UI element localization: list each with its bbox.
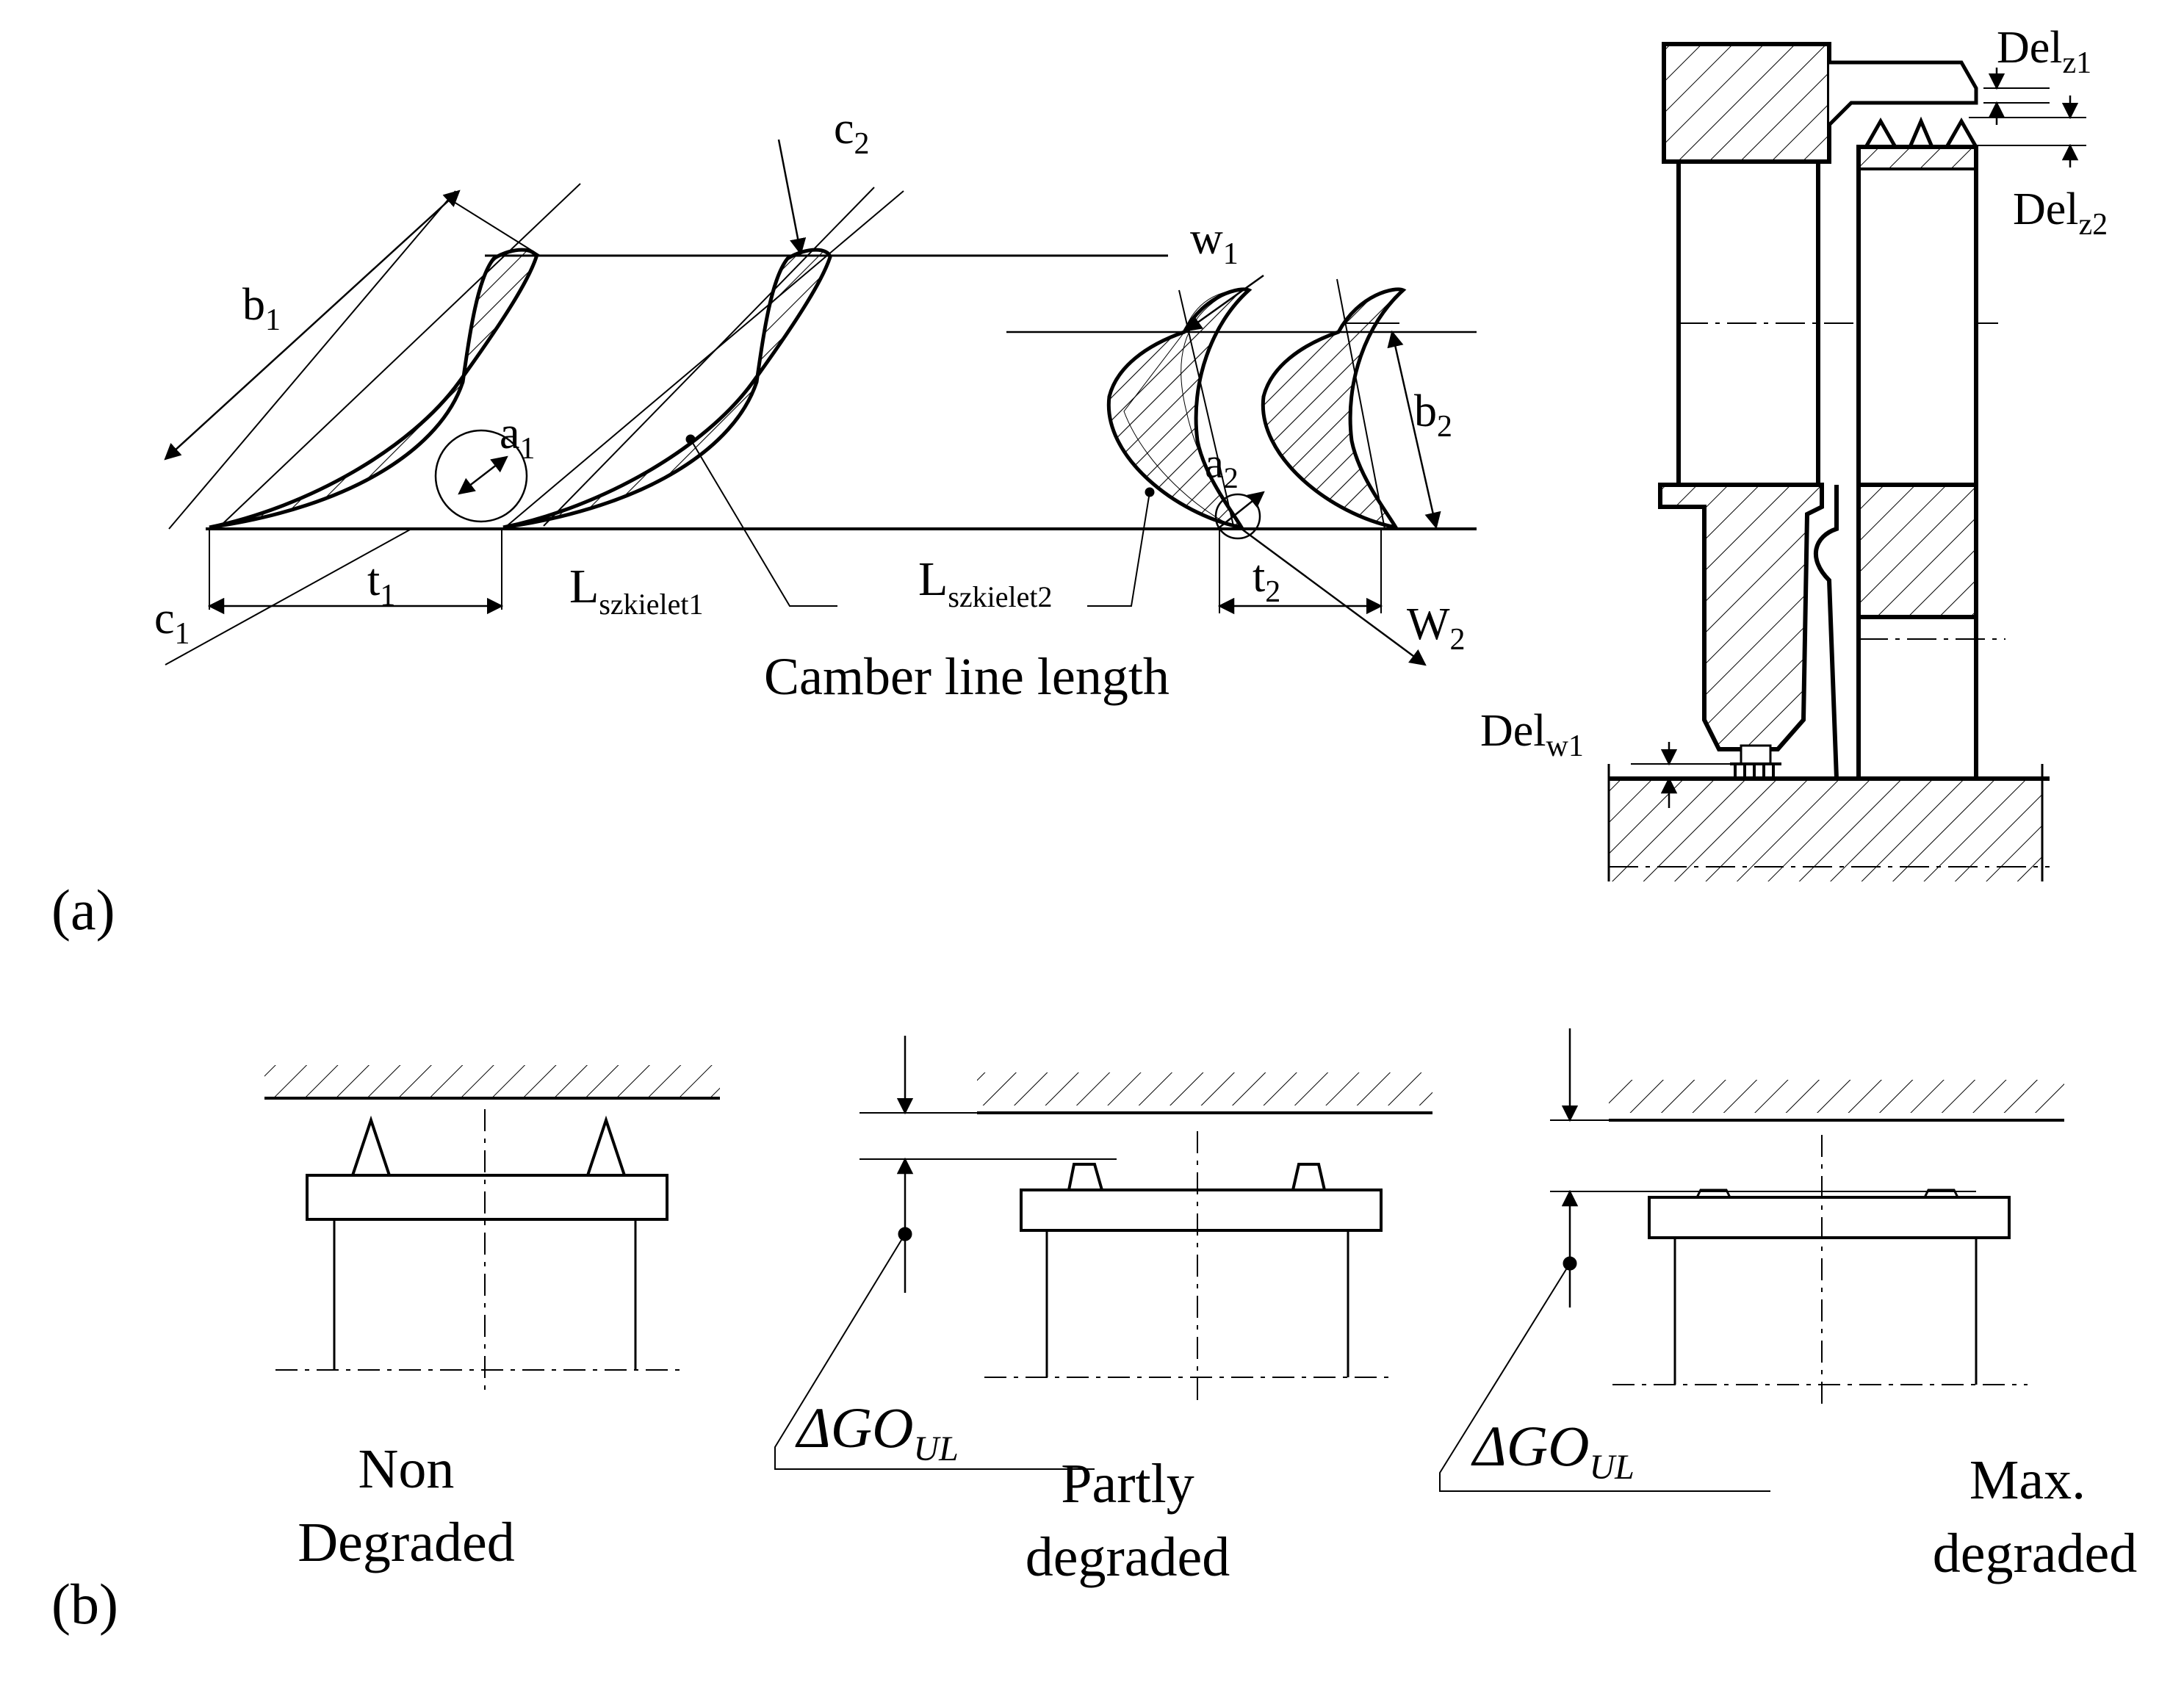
seal-state-non-degraded (264, 1065, 720, 1392)
label-b1: b1 (242, 280, 281, 337)
label-w1: w1 (1190, 214, 1239, 271)
panel-a-labels: b1 c1 c2 a1 t1 Lszkielet1 w1 a2 b2 t2 W2… (51, 23, 2108, 942)
delta-label-partly: ΔGOUL (795, 1396, 959, 1468)
label-c2: c2 (834, 104, 870, 161)
label-t1: t1 (367, 555, 395, 613)
panel-b-label: (b) (51, 1572, 118, 1636)
camber-caption: Camber line length (764, 647, 1170, 706)
label-W2: W2 (1407, 599, 1466, 657)
state-label-partly-line1: Partly (1061, 1453, 1194, 1515)
label-a2: a2 (1205, 439, 1239, 494)
stator-blade-2 (502, 248, 832, 530)
label-t2: t2 (1253, 552, 1280, 609)
delta-label-max: ΔGOUL (1471, 1414, 1635, 1487)
state-label-partly-line2: degraded (1026, 1526, 1230, 1588)
label-del-z2: Delz2 (2013, 184, 2108, 242)
label-del-w1: Delw1 (1480, 706, 1584, 763)
stage-cross-section (1607, 42, 2086, 881)
rotor-cascade (1006, 274, 1477, 666)
rotor-blade-1-body (1106, 287, 1253, 530)
state-label-non-line2: Degraded (298, 1512, 514, 1573)
seal-state-partly-degraded (774, 1036, 1432, 1470)
state-label-non-line1: Non (358, 1438, 455, 1500)
seal-state-max-degraded (1439, 1028, 2064, 1492)
label-del-z1: Delz1 (1997, 23, 2091, 80)
panel-a-label: (a) (51, 878, 115, 942)
label-a1: a1 (500, 408, 536, 466)
throat-circle-2 (1214, 493, 1261, 540)
label-L1: Lszkielet1 (569, 560, 704, 621)
rotor-blade-2-body (1261, 287, 1407, 530)
panel-b-labels: ΔGOUL ΔGOUL Non Degraded Partly degraded… (51, 1396, 2137, 1636)
state-label-max-line1: Max. (1969, 1449, 2086, 1511)
stator-cascade (164, 139, 1477, 666)
state-label-max-line2: degraded (1933, 1523, 2138, 1584)
label-c1: c1 (154, 594, 190, 651)
label-b2: b2 (1414, 386, 1452, 444)
label-L2: Lszkielet2 (918, 552, 1053, 613)
